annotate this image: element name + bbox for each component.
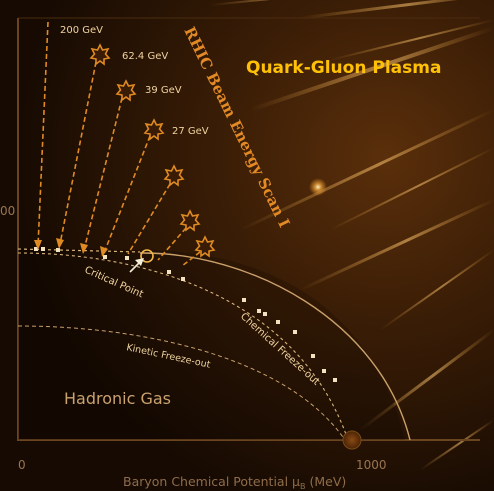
data-point [293, 330, 297, 334]
trajectory-arrowheads [34, 238, 108, 257]
data-point [125, 256, 129, 260]
hadron-region [18, 248, 405, 440]
data-point [276, 320, 280, 324]
trajectory-39gev [83, 97, 123, 251]
data-point [34, 247, 38, 251]
energy-label: 200 GeV [60, 25, 103, 36]
data-point [311, 354, 315, 358]
x-axis-title-unit: (MeV) [309, 474, 346, 489]
y-tick-label: 00 [0, 204, 15, 218]
x-axis-title: Baryon Chemical Potential μB(MeV) [123, 474, 346, 491]
arrowhead [100, 246, 108, 257]
trajectory-11gev [157, 227, 187, 261]
arrowhead [34, 240, 42, 250]
critical-point-marker [140, 249, 154, 263]
trajectory-62gev [59, 61, 97, 245]
collision-starbursts [89, 43, 216, 258]
trajectory-7gev [181, 251, 201, 267]
x-axis-title-subscript: B [300, 482, 306, 491]
x-tick-label-0: 0 [18, 458, 26, 472]
trajectory-200gev [37, 21, 49, 247]
starburst-icon [163, 164, 185, 187]
starburst-icon [115, 79, 137, 102]
arrowhead [56, 238, 64, 249]
phase-boundary [139, 252, 411, 441]
qgp-title: Quark-Gluon Plasma [246, 58, 441, 78]
trajectory-27gev [103, 135, 151, 254]
light-streaks [209, 0, 494, 471]
starburst-icon [143, 118, 165, 141]
data-point [257, 309, 261, 313]
data-point [41, 247, 45, 251]
starburst-icon [179, 209, 201, 232]
glow-spot [309, 178, 327, 196]
x-axis-title-main: Baryon Chemical Potential μ [123, 474, 300, 489]
kinetic-freezeout-curve [17, 325, 346, 441]
arrowhead [80, 243, 88, 254]
energy-labels: 200 GeV 62.4 GeV 39 GeV 27 GeV [60, 25, 209, 137]
starburst-icon [89, 43, 111, 66]
data-point [322, 369, 326, 373]
data-point [242, 298, 246, 302]
data-point [333, 378, 337, 382]
starburst-icon [194, 235, 216, 258]
chemical-freezeout-curve [17, 252, 349, 441]
x-tick-label-1000: 1000 [356, 458, 387, 472]
energy-label: 27 GeV [172, 126, 209, 137]
hadronic-gas-label: Hadronic Gas [64, 389, 171, 408]
trajectory-19gev [127, 183, 171, 255]
crossover-line [17, 248, 141, 253]
data-point [167, 270, 171, 274]
energy-label: 62.4 GeV [122, 51, 168, 62]
freezeout-points [34, 247, 337, 382]
critical-point-arrow [129, 258, 144, 273]
data-point [263, 312, 267, 316]
data-point [181, 277, 185, 281]
trajectories [37, 21, 201, 267]
data-point [56, 248, 60, 252]
axis-frame [17, 18, 480, 441]
energy-label: 39 GeV [145, 85, 182, 96]
data-point [103, 255, 107, 259]
x-axis-endpoint [342, 430, 362, 450]
